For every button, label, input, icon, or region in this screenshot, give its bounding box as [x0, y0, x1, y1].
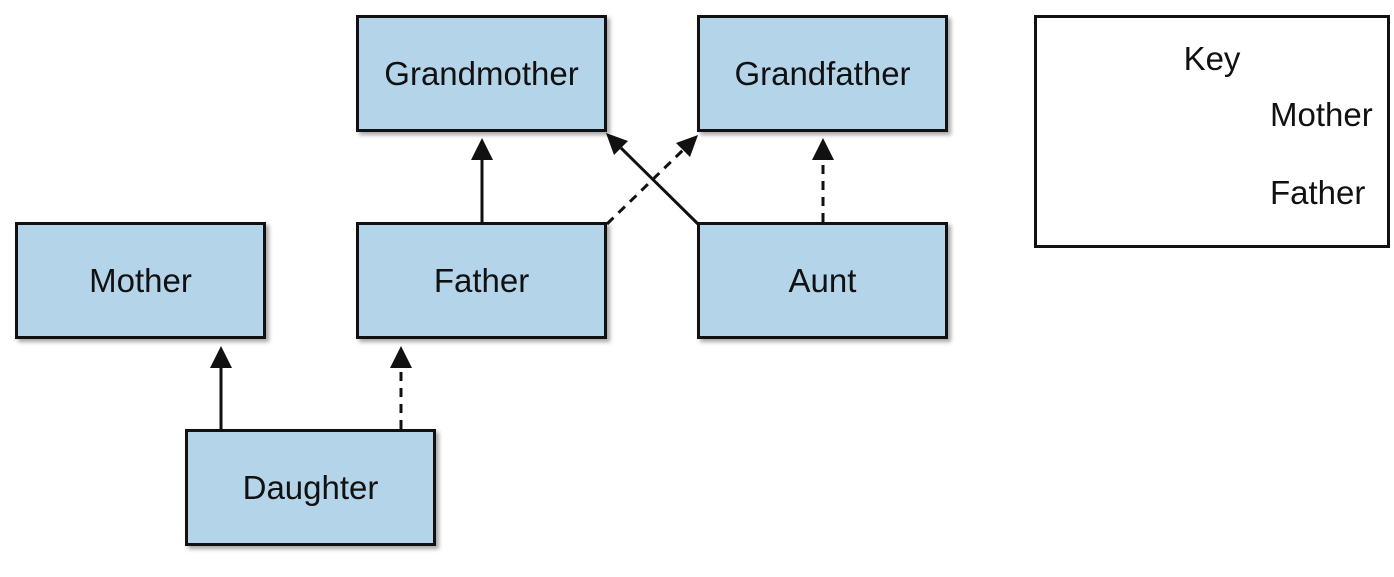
node-mother-label: Mother: [89, 261, 192, 299]
edge-daughter-to-mother: [210, 346, 232, 429]
edge-father-to-grandmother: [471, 138, 493, 222]
node-grandmother-label: Grandmother: [384, 54, 579, 92]
node-mother: Mother: [15, 222, 266, 339]
legend-title: Key: [1183, 40, 1241, 77]
legend-box: Key: [1034, 15, 1390, 248]
node-daughter-label: Daughter: [242, 468, 379, 506]
legend-father-label: Father: [1270, 174, 1366, 211]
node-father: Father: [356, 222, 607, 339]
node-grandfather-label: Grandfather: [734, 54, 911, 92]
edge-aunt-to-grandfather: [812, 138, 834, 222]
node-aunt: Aunt: [697, 222, 948, 339]
edge-daughter-to-father: [390, 346, 412, 429]
edge-father-to-grandfather: [605, 135, 698, 226]
node-father-label: Father: [433, 261, 530, 299]
node-daughter: Daughter: [185, 429, 436, 546]
node-aunt-label: Aunt: [788, 261, 857, 299]
node-grandfather: Grandfather: [697, 15, 948, 132]
legend-mother-label: Mother: [1270, 96, 1373, 133]
edge-aunt-to-grandmother: [606, 133, 700, 226]
node-grandmother: Grandmother: [356, 15, 607, 132]
